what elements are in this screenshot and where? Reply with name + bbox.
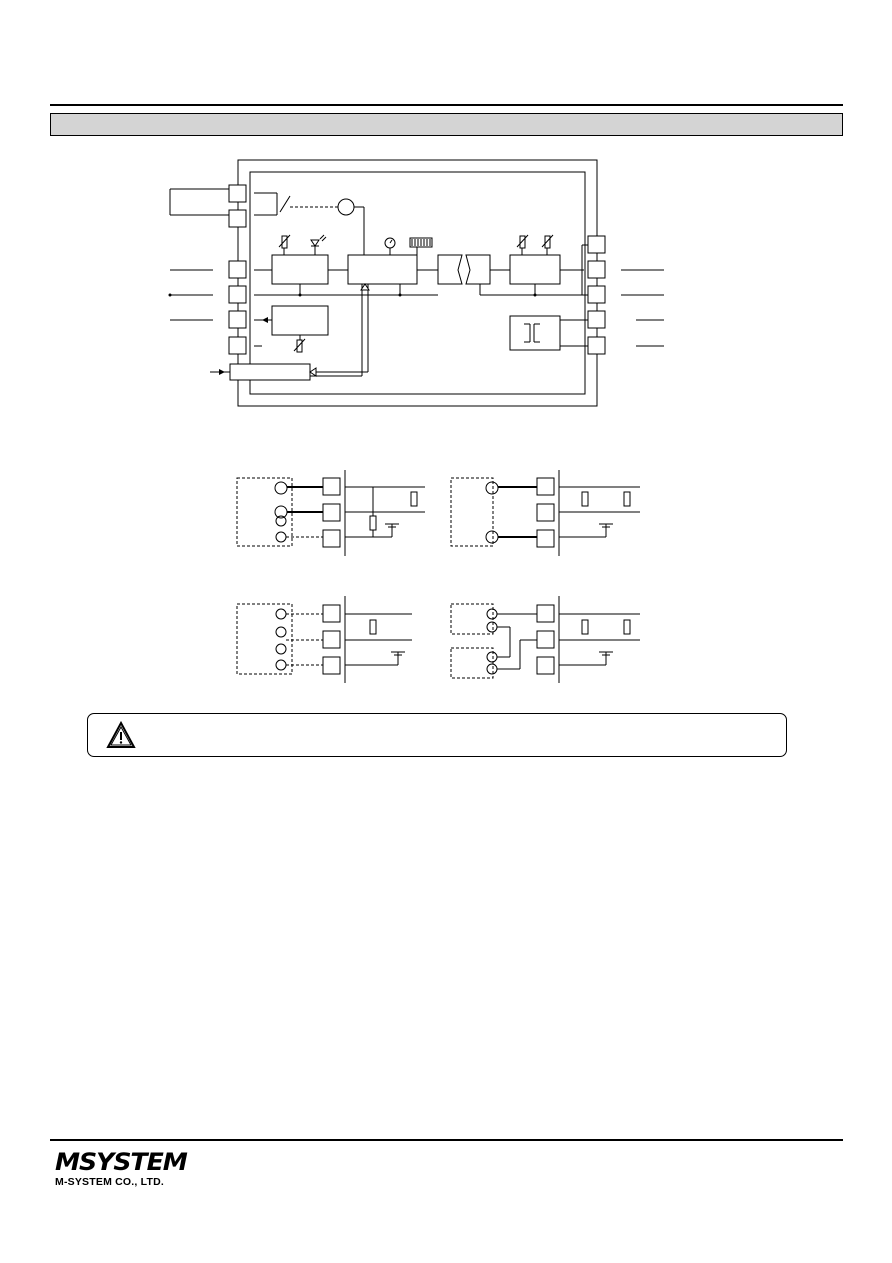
company-logo: MSYSTEM M-SYSTEM CO., LTD. [55,1150,188,1188]
connection-example-3 [236,596,412,683]
logo-mark: MSYSTEM [55,1148,188,1176]
company-name: M-SYSTEM CO., LTD. [55,1176,164,1188]
header-rule [50,104,843,106]
section-title-bar [50,113,843,136]
warning-triangle-icon [106,721,136,748]
connection-example-1 [236,470,425,556]
connection-example-4 [450,596,640,683]
footer-rule [50,1139,843,1141]
block-diagram [168,159,664,683]
warning-box [87,713,787,757]
connection-example-2 [450,470,640,556]
